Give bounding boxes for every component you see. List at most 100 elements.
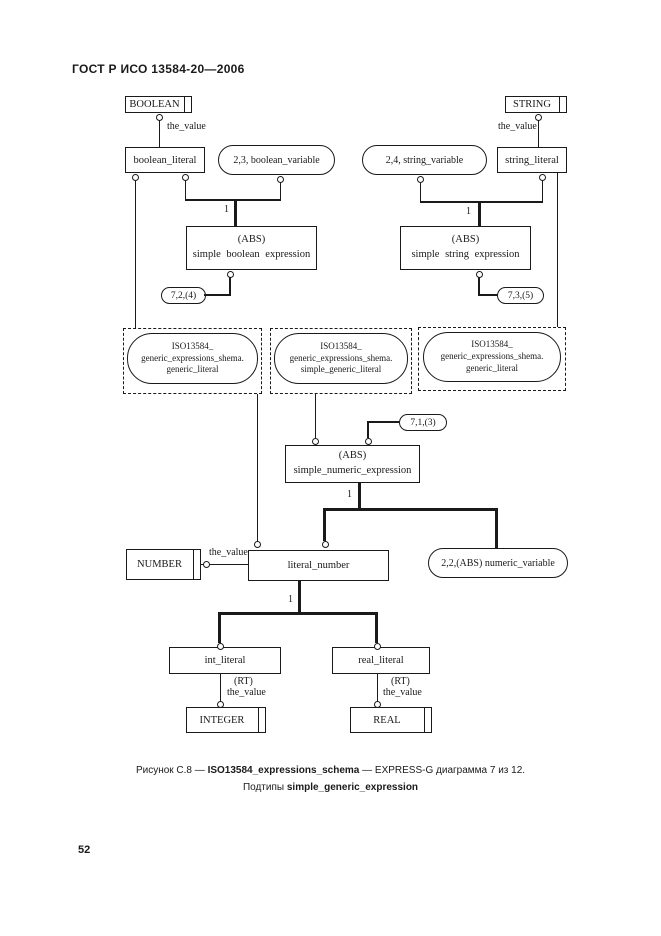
connector-line xyxy=(478,274,480,296)
caption-text: — EXPRESS-G диаграмма 7 из 12. xyxy=(359,765,526,776)
ref-pill-7-3-5: 7,3,(5) xyxy=(497,287,544,304)
pageref-label: 2,3, boolean_variable xyxy=(233,154,320,166)
connection-circle xyxy=(156,114,163,121)
pageref-label: 2,4, string_variable xyxy=(385,154,464,166)
type-box-number: NUMBER xyxy=(126,549,201,580)
caption-text: Подтипы xyxy=(242,781,287,793)
connector-line xyxy=(367,422,369,438)
attr-label-the-value: the_value xyxy=(383,687,422,698)
connection-circle xyxy=(217,701,224,708)
page-number: 52 xyxy=(78,844,91,856)
type-label: BOOLEAN xyxy=(129,99,180,110)
interschema-box-generic-literal-right xyxy=(418,327,566,391)
entity-label: simple string expression xyxy=(411,249,520,260)
connection-circle xyxy=(227,271,234,278)
abs-marker: (ABS) xyxy=(338,450,367,462)
entity-string-literal: string_literal xyxy=(497,147,567,173)
entity-label: real_literal xyxy=(358,655,404,666)
connector-line xyxy=(135,181,136,328)
connector-line xyxy=(315,394,316,438)
rt-label: (RT) xyxy=(391,676,410,687)
entity-label: literal_number xyxy=(287,560,350,571)
supertype-line xyxy=(495,508,498,548)
abs-marker: (ABS) xyxy=(451,234,480,246)
pageref-boolean-variable: 2,3, boolean_variable xyxy=(218,145,335,175)
entity-boolean-literal: boolean_literal xyxy=(125,147,205,173)
connection-circle xyxy=(322,541,329,548)
caption-subtype-name: simple_generic_expression xyxy=(286,781,419,793)
ref-label: 7,2,(4) xyxy=(170,290,197,301)
pageref-label: 2,2,(ABS) numeric_variable xyxy=(441,557,555,569)
connector-line xyxy=(185,199,281,201)
connection-circle xyxy=(217,643,224,650)
connection-circle xyxy=(277,176,284,183)
interschema-stadium: ISO13584_ generic_expressions_shema. gen… xyxy=(127,333,258,384)
connector-line xyxy=(478,294,498,296)
entity-simple-string-expression: (ABS) simple string expression xyxy=(400,226,531,270)
interschema-box-simple-generic-literal xyxy=(270,328,412,394)
connector-line xyxy=(257,394,258,541)
connector-line xyxy=(204,294,231,296)
type-label: REAL xyxy=(373,714,401,726)
connector-line xyxy=(220,674,221,701)
connection-circle xyxy=(374,701,381,708)
interschema-line: simple_generic_literal xyxy=(300,364,382,375)
connection-circle xyxy=(312,438,319,445)
entity-real-literal: real_literal xyxy=(332,647,430,674)
connector-line xyxy=(201,564,248,565)
entity-label: string_literal xyxy=(505,154,559,166)
attr-label-the-value: the_value xyxy=(498,121,537,132)
connector-line xyxy=(377,674,378,701)
type-box-string: STRING xyxy=(505,96,567,113)
type-box-real: REAL xyxy=(350,707,432,733)
caption-line-1: Рисунок С.8 — ISO13584_expressions_schem… xyxy=(40,763,621,780)
ref-label: 7,1,(3) xyxy=(410,417,436,428)
connection-circle xyxy=(132,174,139,181)
connector-line xyxy=(159,120,160,147)
interschema-stadium: ISO13584_ generic_expressions_shema. sim… xyxy=(274,333,408,384)
entity-label: int_literal xyxy=(204,655,246,666)
supertype-line xyxy=(323,508,326,541)
type-double-line xyxy=(559,97,560,112)
connector-line xyxy=(367,421,399,423)
supertype-line xyxy=(358,483,361,508)
connector-line xyxy=(420,183,421,202)
interschema-line: generic_expressions_shema. xyxy=(141,352,244,363)
caption-schema-name: ISO13584_expressions_schema xyxy=(207,765,360,776)
supertype-line xyxy=(298,581,301,612)
ref-pill-7-2-4: 7,2,(4) xyxy=(161,287,206,304)
abs-marker: (ABS) xyxy=(237,234,266,246)
type-box-boolean: BOOLEAN xyxy=(125,96,192,113)
interschema-line: generic_expressions_shema. xyxy=(440,351,544,362)
connector-line xyxy=(542,181,543,202)
interschema-box-generic-literal-left xyxy=(123,328,262,394)
connection-circle xyxy=(254,541,261,548)
supertype-line xyxy=(218,612,378,615)
supertype-line xyxy=(323,508,498,511)
supertype-line xyxy=(375,612,378,643)
type-label: STRING xyxy=(513,99,551,110)
entity-label: boolean_literal xyxy=(133,154,197,166)
connector-line xyxy=(420,201,543,203)
cardinality-label: 1 xyxy=(288,594,293,605)
connection-circle xyxy=(476,271,483,278)
connector-line xyxy=(280,183,281,200)
type-label: INTEGER xyxy=(199,714,245,726)
interschema-line: generic_literal xyxy=(166,364,219,375)
entity-label: simple_numeric_expression xyxy=(293,465,412,476)
type-double-line xyxy=(193,550,194,579)
rt-label: (RT) xyxy=(234,676,253,687)
interschema-line: generic_expressions_shema. xyxy=(289,352,393,363)
type-double-line xyxy=(258,708,259,732)
connection-circle xyxy=(365,438,372,445)
connection-circle xyxy=(417,176,424,183)
connection-circle xyxy=(374,643,381,650)
entity-simple-numeric-expression: (ABS) simple_numeric_expression xyxy=(285,445,420,483)
interschema-line: ISO13584_ xyxy=(171,340,214,351)
type-double-line xyxy=(184,97,185,112)
cardinality-label: 1 xyxy=(224,204,229,215)
connection-circle xyxy=(203,561,210,568)
connector-line xyxy=(557,173,558,327)
entity-int-literal: int_literal xyxy=(169,647,281,674)
